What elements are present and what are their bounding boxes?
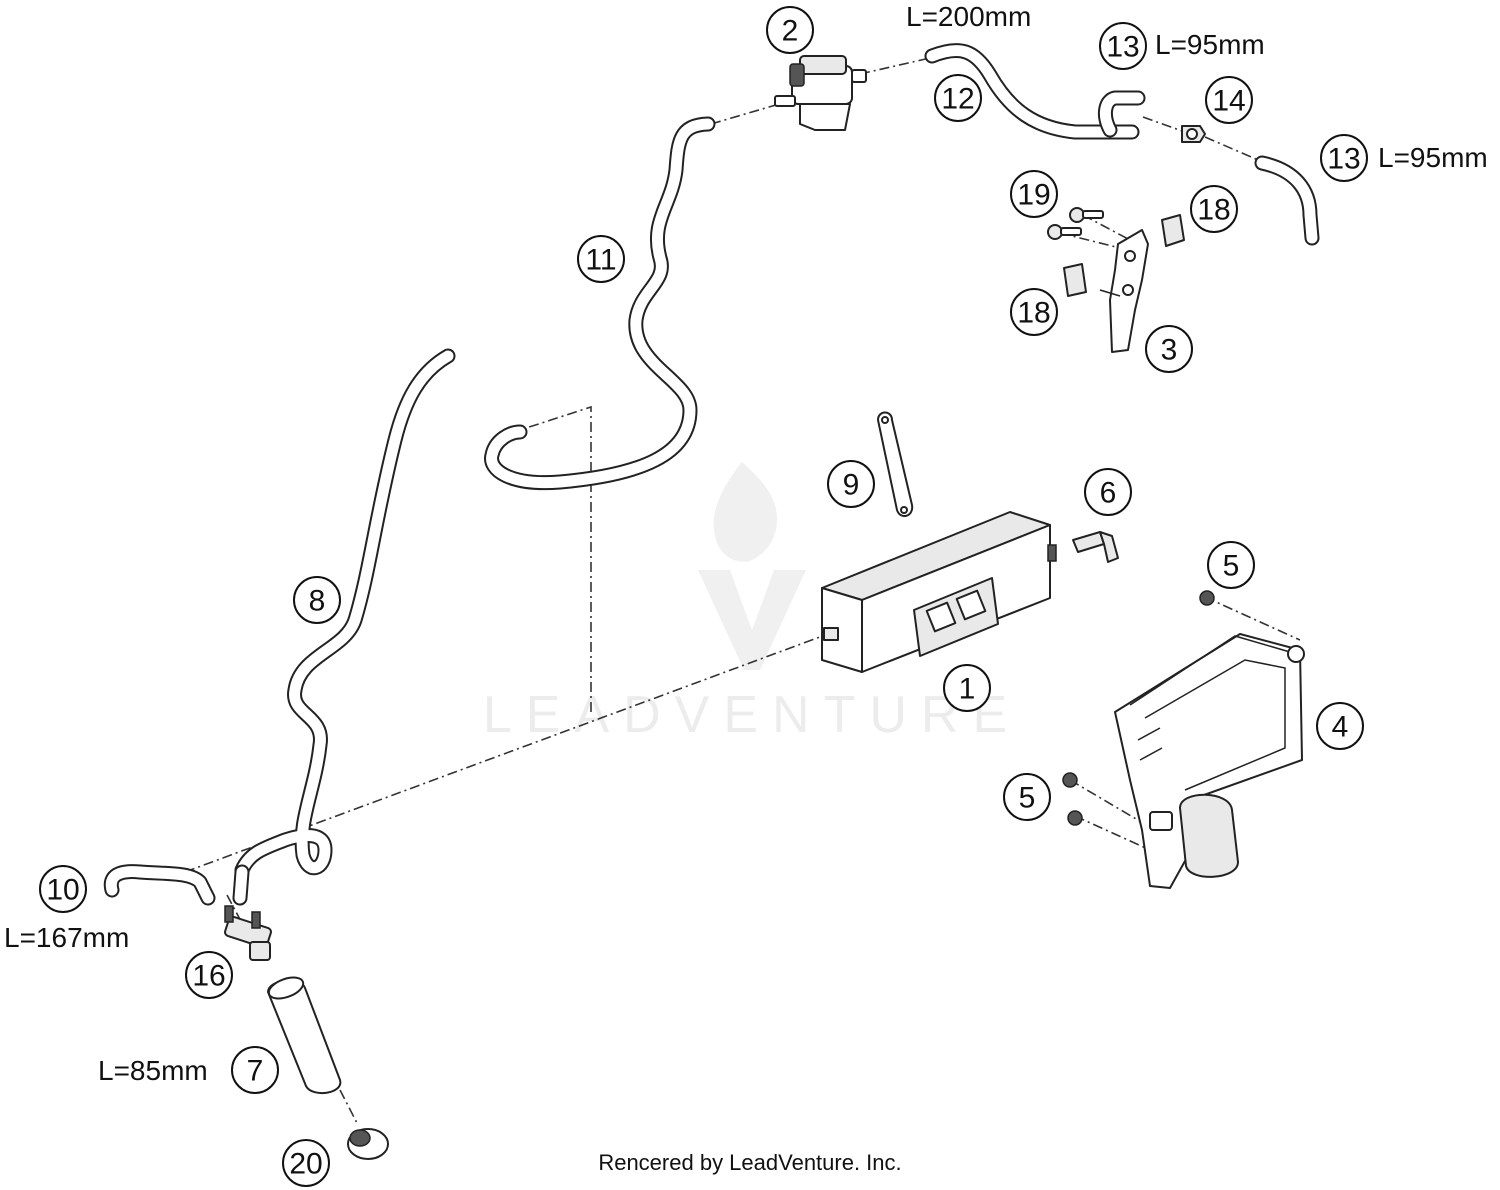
callout-circle — [1316, 702, 1364, 750]
hose-12 — [924, 43, 1146, 140]
callout-2: 2 — [766, 6, 814, 54]
callout-18: 18 — [1190, 185, 1238, 233]
hose-10 — [103, 864, 250, 906]
callout-number: 12 — [941, 83, 974, 116]
callout-number: 5 — [1019, 782, 1036, 815]
watermark-chevron-icon — [698, 570, 806, 670]
callout-8: 8 — [293, 576, 341, 624]
callout-18: 18 — [1010, 288, 1058, 336]
render-credit: Rencered by LeadVenture. Inc. — [598, 1150, 901, 1175]
callout-6: 6 — [1084, 468, 1132, 516]
callout-5: 5 — [1207, 541, 1255, 589]
watermark-text: LEADVENTURE — [483, 686, 1021, 744]
callout-number: 3 — [1161, 334, 1178, 367]
callout-circle — [282, 1139, 330, 1187]
callout-circle — [1145, 325, 1193, 373]
callout-circle — [827, 460, 875, 508]
callout-11: 11 — [577, 235, 625, 283]
hose-length-label: L=200mm — [906, 1, 1031, 32]
callout-circle — [1205, 76, 1253, 124]
fitting-part-14 — [1181, 125, 1206, 143]
callout-4: 4 — [1316, 702, 1364, 750]
hose-length-label: L=95mm — [1378, 142, 1488, 173]
callout-number: 13 — [1327, 143, 1360, 176]
callout-circle — [934, 74, 982, 122]
callout-9: 9 — [827, 460, 875, 508]
callout-number: 10 — [46, 874, 79, 907]
callout-number: 2 — [782, 15, 799, 48]
callout-10: 10 — [39, 865, 87, 913]
callout-20: 20 — [282, 1139, 330, 1187]
callout-circle — [1320, 134, 1368, 182]
callout-number: 5 — [1223, 550, 1240, 583]
callout-circle — [943, 664, 991, 712]
callout-number: 18 — [1197, 194, 1230, 227]
callout-number: 8 — [309, 585, 326, 618]
hose-11 — [484, 116, 716, 491]
callout-circle — [1010, 170, 1058, 218]
callout-circle — [1190, 185, 1238, 233]
callout-circle — [293, 576, 341, 624]
callout-3: 3 — [1145, 325, 1193, 373]
hose-length-label: L=167mm — [4, 922, 129, 953]
elbow-fitting-part-6 — [1072, 531, 1119, 563]
callout-circle — [39, 865, 87, 913]
hose-8 — [234, 348, 456, 878]
callout-13: 13 — [1320, 134, 1368, 182]
callout-number: 20 — [289, 1148, 322, 1181]
callout-number: 16 — [192, 960, 225, 993]
screw-part-5 — [1062, 590, 1215, 826]
callout-circle — [1010, 288, 1058, 336]
hose-13 — [1254, 155, 1320, 246]
watermark: LEADVENTURE — [483, 462, 1021, 744]
callout-circle — [577, 235, 625, 283]
callout-number: 9 — [843, 469, 860, 502]
callout-number: 1 — [959, 673, 976, 706]
callout-number: 14 — [1212, 85, 1245, 118]
cap-part-20 — [347, 1128, 389, 1160]
callout-16: 16 — [185, 951, 233, 999]
callout-circle — [1084, 468, 1132, 516]
callout-number: 11 — [585, 244, 616, 277]
clip-part-18 — [1063, 214, 1185, 297]
filter-part-7 — [267, 976, 342, 1095]
hose-length-label: L=95mm — [1155, 29, 1265, 60]
charcoal-canister-part-1 — [821, 511, 1057, 673]
purge-valve-part-2 — [774, 55, 867, 131]
callout-12: 12 — [934, 74, 982, 122]
callout-number: 18 — [1017, 297, 1050, 330]
strap-part-9 — [877, 411, 914, 517]
callout-circle — [1003, 773, 1051, 821]
callout-number: 7 — [247, 1055, 264, 1088]
callout-circle — [1099, 22, 1147, 70]
bracket-part-3 — [1099, 229, 1149, 353]
callout-5: 5 — [1003, 773, 1051, 821]
hose-length-label: L=85mm — [98, 1055, 208, 1086]
leader-lines — [184, 57, 1301, 1126]
t-connector-part-16 — [224, 905, 272, 961]
screw-part-19 — [1047, 207, 1104, 240]
callout-number: 19 — [1017, 179, 1050, 212]
callout-7: 7 — [231, 1046, 279, 1094]
callout-number: 4 — [1332, 711, 1349, 744]
callout-circle — [766, 6, 814, 54]
canister-bracket-part-4 — [1114, 633, 1305, 889]
watermark-flame-icon — [713, 462, 778, 562]
callout-circle — [1207, 541, 1255, 589]
callout-19: 19 — [1010, 170, 1058, 218]
callout-number: 13 — [1106, 31, 1139, 64]
callout-14: 14 — [1205, 76, 1253, 124]
callout-13: 13 — [1099, 22, 1147, 70]
callout-circle — [185, 951, 233, 999]
callout-1: 1 — [943, 664, 991, 712]
callout-number: 6 — [1100, 477, 1117, 510]
callout-circle — [231, 1046, 279, 1094]
